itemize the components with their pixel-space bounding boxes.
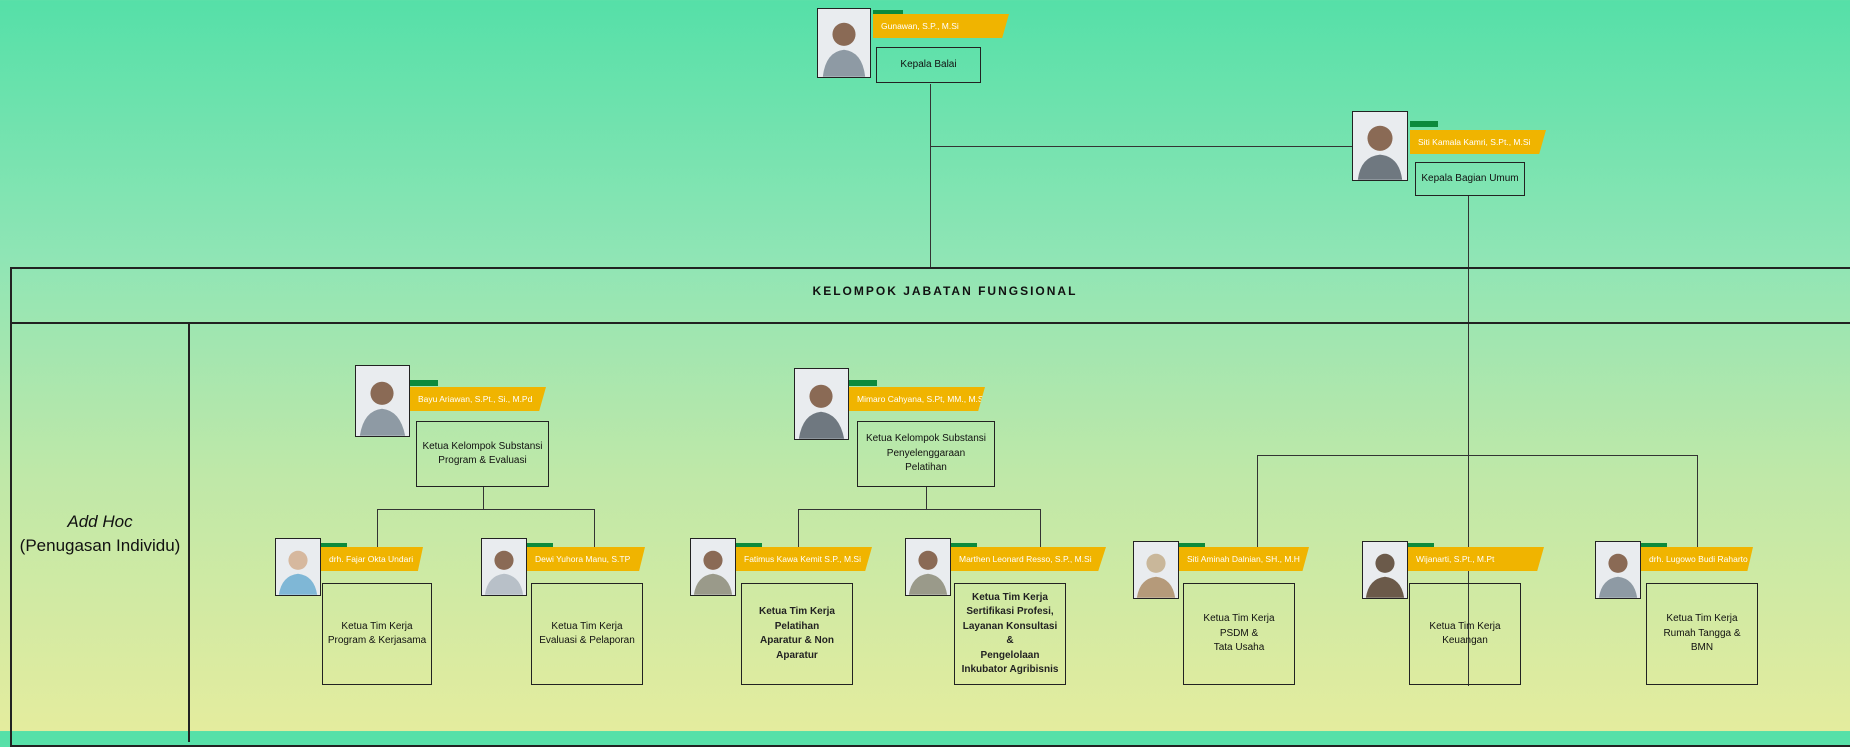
name-tag-strip	[873, 10, 903, 16]
name-tag-strip	[527, 543, 553, 549]
name-tag-strip	[736, 543, 762, 549]
org-box-kepala-balai: Kepala Balai	[876, 47, 981, 83]
connector	[1697, 455, 1698, 547]
avatar	[817, 8, 871, 78]
group-title: KELOMPOK JABATAN FUNGSIONAL	[812, 284, 1078, 298]
name-tag-strip	[1410, 121, 1438, 127]
name-tag: Mimaro Cahyana, S.Pt, MM., M.Sc	[849, 387, 985, 411]
name-tag-strip	[1641, 543, 1667, 549]
avatar	[690, 538, 736, 596]
org-box-team: Ketua Tim Kerja PSDM & Tata Usaha	[1183, 583, 1295, 685]
avatar	[355, 365, 410, 437]
adhoc-divider	[188, 322, 190, 742]
connector	[1468, 196, 1469, 686]
org-box-substansi-program: Ketua Kelompok Substansi Program & Evalu…	[416, 421, 549, 487]
connector	[377, 509, 378, 547]
org-box-team: Ketua Tim Kerja Pelatihan Aparatur & Non…	[741, 583, 853, 685]
connector	[594, 509, 595, 547]
name-tag: drh. Lugowo Budi Raharto	[1641, 547, 1753, 571]
connector	[798, 509, 799, 547]
org-box-team: Ketua Tim Kerja Program & Kerjasama	[322, 583, 432, 685]
name-tag-strip	[951, 543, 977, 549]
adhoc-title: Add Hoc	[67, 512, 133, 531]
connector	[930, 84, 931, 267]
connector	[926, 487, 927, 509]
connector	[483, 487, 484, 509]
adhoc-subtitle: (Penugasan Individu)	[19, 535, 181, 555]
connector	[1257, 455, 1698, 456]
name-tag: Dewi Yuhora Manu, S.TP	[527, 547, 645, 571]
group-divider	[10, 322, 1850, 324]
org-box-substansi-penyelenggaraan: Ketua Kelompok Substansi Penyelenggaraan…	[857, 421, 995, 487]
name-tag: Siti Aminah Dalnian, SH., M.H	[1179, 547, 1309, 571]
name-tag: Fatimus Kawa Kemit S.P., M.Si	[736, 547, 872, 571]
org-box-team: Ketua Tim Kerja Evaluasi & Pelaporan	[531, 583, 643, 685]
name-tag-strip	[1408, 543, 1434, 549]
avatar	[1133, 541, 1179, 599]
avatar	[481, 538, 527, 596]
name-tag: Wijanarti, S.Pt., M.Pt	[1408, 547, 1544, 571]
connector	[377, 509, 595, 510]
name-tag: drh. Fajar Okta Undari	[321, 547, 423, 571]
avatar	[1362, 541, 1408, 599]
adhoc-label: Add Hoc (Penugasan Individu)	[12, 510, 188, 558]
name-tag-strip	[410, 380, 438, 386]
name-tag: Bayu Ariawan, S.Pt., Si., M.Pd	[410, 387, 546, 411]
avatar	[1352, 111, 1408, 181]
org-box-team: Ketua Tim Kerja Sertifikasi Profesi, Lay…	[954, 583, 1066, 685]
avatar	[905, 538, 951, 596]
name-tag: Gunawan, S.P., M.Si	[873, 14, 1009, 38]
connector	[930, 146, 1352, 147]
connector	[1257, 455, 1258, 547]
org-box-team: Ketua Tim Kerja Rumah Tangga & BMN	[1646, 583, 1758, 685]
avatar	[1595, 541, 1641, 599]
name-tag-strip	[849, 380, 877, 386]
org-box-kepala-bagian-umum: Kepala Bagian Umum	[1415, 162, 1525, 196]
name-tag: Siti Kamala Kamri, S.Pt., M.Si	[1410, 130, 1546, 154]
name-tag-strip	[1179, 543, 1205, 549]
connector	[798, 509, 1041, 510]
group-frame	[10, 267, 1850, 747]
name-tag-strip	[321, 543, 347, 549]
connector	[1040, 509, 1041, 547]
org-box-team: Ketua Tim Kerja Keuangan	[1409, 583, 1521, 685]
name-tag: Marthen Leonard Resso, S.P., M.Si	[951, 547, 1106, 571]
avatar	[275, 538, 321, 596]
avatar	[794, 368, 849, 440]
